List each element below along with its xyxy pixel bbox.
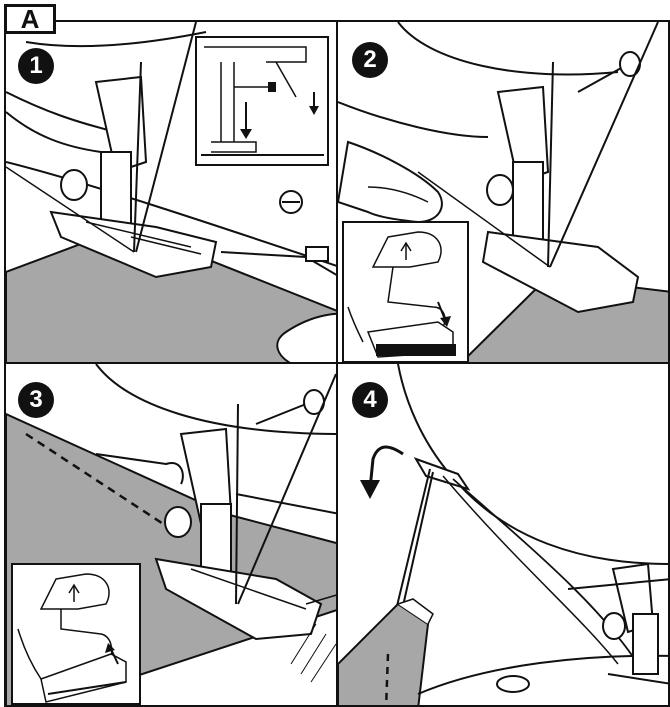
machine-head-outline	[397, 364, 668, 565]
thumb-screw	[60, 169, 88, 201]
step-3-illustration	[6, 364, 336, 705]
bed-screw	[496, 675, 530, 693]
curved-arrow-icon	[368, 445, 404, 490]
lever-detail-inset	[11, 563, 141, 705]
needle	[133, 61, 142, 253]
presser-foot	[481, 230, 640, 314]
thread	[417, 171, 551, 268]
needle	[547, 61, 554, 268]
presser-foot	[154, 557, 323, 641]
hand	[338, 140, 443, 224]
step-number-4: 4	[352, 382, 388, 418]
step-number-3: 3	[18, 382, 54, 418]
detail-inset	[195, 36, 329, 166]
step-1-illustration	[6, 22, 336, 362]
needle	[235, 403, 239, 605]
step-number-1: 1	[18, 48, 54, 84]
figure-label: A	[4, 4, 56, 34]
thread	[237, 373, 336, 605]
thread	[6, 166, 135, 253]
panel-step-2: 2	[336, 20, 670, 364]
presser-bar	[94, 75, 148, 174]
finger	[276, 312, 336, 362]
lever-detail-inset	[342, 221, 469, 362]
step-4-illustration	[338, 364, 668, 705]
panel-step-1: 1	[4, 20, 338, 364]
step-number-2: 2	[352, 42, 388, 78]
fabric	[338, 602, 430, 705]
panel-step-4: 4	[336, 362, 670, 707]
stitch-line	[384, 653, 390, 705]
panel-step-3: 3	[4, 362, 338, 707]
step-2-illustration	[338, 22, 668, 362]
stitch-line	[25, 432, 172, 531]
